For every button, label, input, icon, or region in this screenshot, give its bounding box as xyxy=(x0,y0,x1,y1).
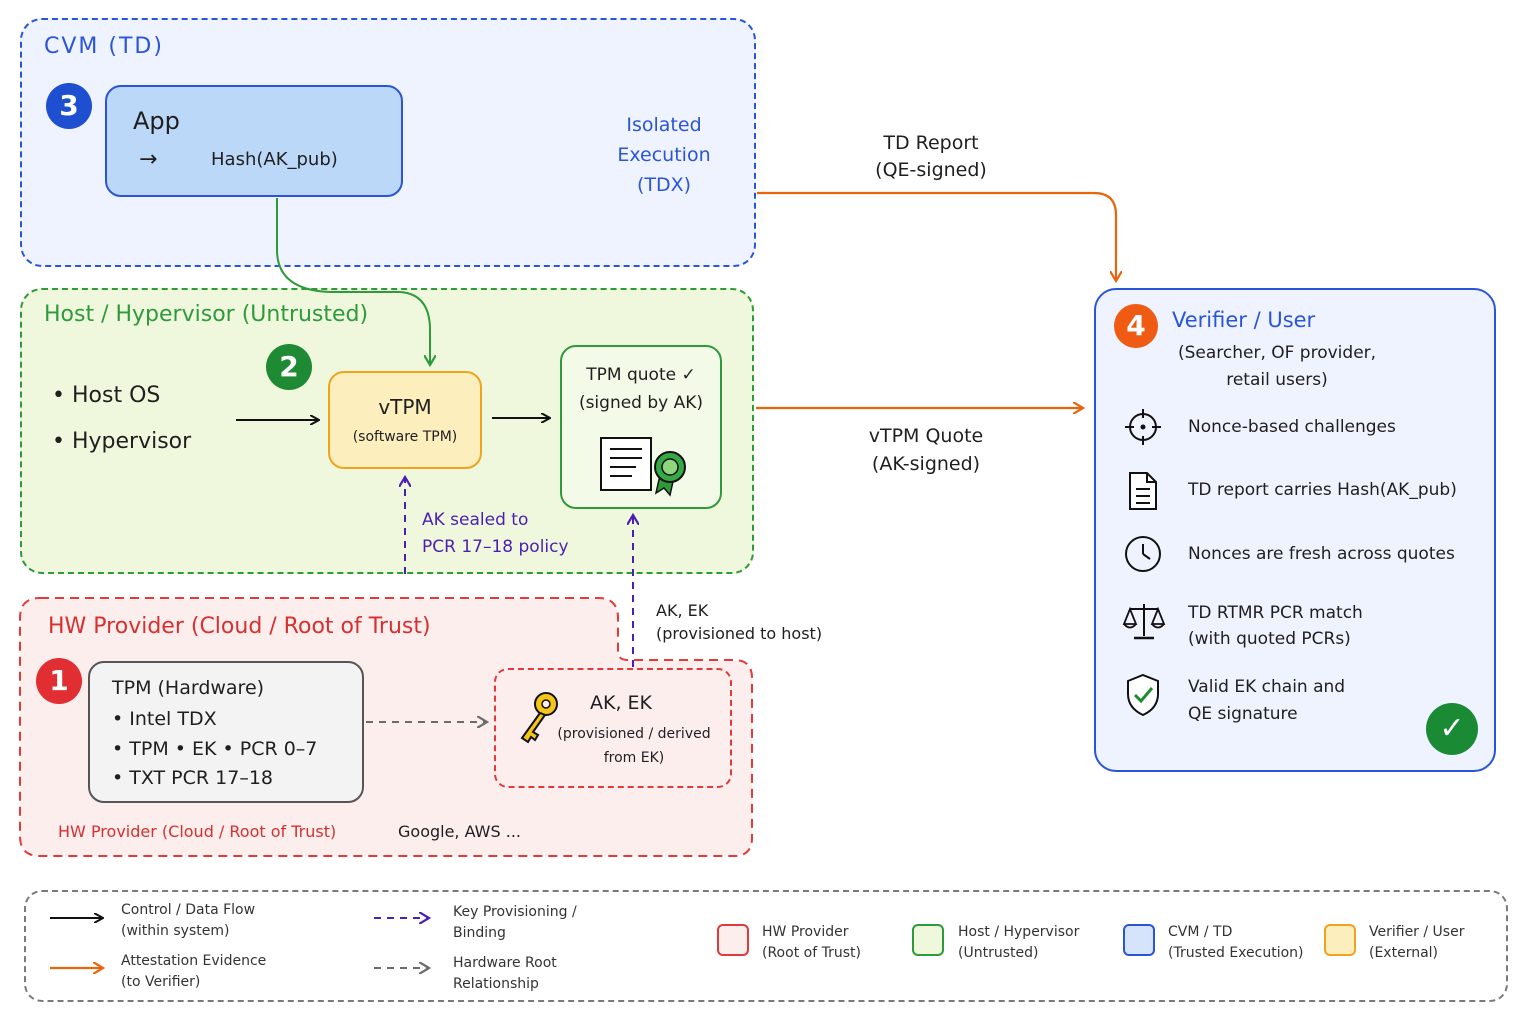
legend-attestation-label: Attestation Evidence(to Verifier) xyxy=(121,953,267,990)
check-nonce: Nonce-based challenges xyxy=(1188,417,1396,437)
legend xyxy=(24,890,1508,1002)
keys-subtitle: (provisioned / derived from EK) xyxy=(557,726,711,766)
tpm-item-ek: • TPM • EK • PCR 0–7 xyxy=(112,738,318,760)
tpm-quote-subtitle: (signed by AK) xyxy=(578,393,704,413)
shield-check-icon xyxy=(1127,673,1159,717)
verifier-subtitle: (Searcher, OF provider, retail users) xyxy=(1177,343,1377,390)
verifier-panel xyxy=(1094,288,1496,772)
check-td-report: TD report carries Hash(AK_pub) xyxy=(1188,480,1457,500)
verified-check-icon: ✓ xyxy=(1426,703,1478,755)
hw-title: HW Provider (Cloud / Root of Trust) xyxy=(48,614,431,639)
host-item-hypervisor: • Hypervisor xyxy=(52,429,192,454)
badge-2: 2 xyxy=(266,344,312,390)
crosshair-icon xyxy=(1125,409,1161,445)
hw-footer-providers: Google, AWS ... xyxy=(398,822,521,841)
keys-title: AK, EK xyxy=(589,692,652,714)
tpm-quote-box[interactable]: TPM quote ✓ (signed by AK) xyxy=(560,345,722,509)
vtpm-subtitle: (software TPM) xyxy=(352,429,458,445)
app-title: App xyxy=(133,107,180,135)
ak-ek-provisioned-label: AK, EK (provisioned to host) xyxy=(656,601,823,643)
verifier-title: Verifier / User xyxy=(1172,308,1316,332)
legend-hw-label: HW Provider(Root of Trust) xyxy=(762,924,861,961)
hw-footer-red: HW Provider (Cloud / Root of Trust) xyxy=(58,822,337,841)
host-item-os: • Host OS xyxy=(52,383,161,408)
legend-control-label: Control / Data Flow(within system) xyxy=(121,902,256,939)
scales-icon xyxy=(1122,604,1166,640)
td-report-label: TD Report (QE-signed) xyxy=(875,132,987,181)
vtpm-box[interactable]: vTPM (software TPM) xyxy=(328,371,482,469)
document-icon xyxy=(1129,472,1157,510)
vtpm-quote-label: vTPM Quote (AK-signed) xyxy=(868,425,984,475)
tpm-item-txt: • TXT PCR 17–18 xyxy=(112,767,274,789)
legend-cvm-label: CVM / TD(Trusted Execution) xyxy=(1168,924,1304,961)
badge-1: 1 xyxy=(36,658,82,704)
tpm-quote-title: TPM quote ✓ xyxy=(586,365,696,385)
app-to-vtpm-arrow xyxy=(276,198,430,364)
check-ek-chain: Valid EK chain and QE signature xyxy=(1188,677,1346,724)
app-arrow: → xyxy=(139,147,158,172)
legend-key-label: Key Provisioning /Binding xyxy=(453,904,577,941)
clock-icon xyxy=(1125,536,1161,572)
isolated-execution-label: Isolated Execution (TDX) xyxy=(617,114,711,196)
legend-swatch-host xyxy=(912,924,944,956)
key-icon xyxy=(520,692,558,744)
tpm-hardware-box[interactable]: TPM (Hardware) • Intel TDX • TPM • EK • … xyxy=(88,661,364,803)
check-nonce-fresh: Nonces are fresh across quotes xyxy=(1188,544,1455,564)
legend-swatch-hw xyxy=(717,924,749,956)
ak-sealed-label: AK sealed to PCR 17–18 policy xyxy=(422,510,569,557)
badge-3: 3 xyxy=(46,83,92,129)
legend-swatch-cvm xyxy=(1123,924,1155,956)
tpm-item-tdx: • Intel TDX xyxy=(112,708,217,730)
cvm-title: CVM (TD) xyxy=(44,34,164,59)
legend-swatch-verifier xyxy=(1324,924,1356,956)
vtpm-title: vTPM xyxy=(378,395,432,419)
td-report-arrow xyxy=(757,191,1116,280)
host-title: Host / Hypervisor (Untrusted) xyxy=(44,302,369,327)
certificate-icon xyxy=(600,437,686,497)
check-rtmr: TD RTMR PCR match (with quoted PCRs) xyxy=(1188,603,1363,649)
legend-host-label: Host / Hypervisor(Untrusted) xyxy=(958,924,1080,961)
badge-4: 4 xyxy=(1114,304,1158,348)
tpm-hardware-title: TPM (Hardware) xyxy=(112,677,265,699)
app-box[interactable]: App → Hash(AK_pub) xyxy=(105,85,403,197)
legend-verifier-label: Verifier / User(External) xyxy=(1369,924,1465,961)
app-hash: Hash(AK_pub) xyxy=(211,149,338,170)
